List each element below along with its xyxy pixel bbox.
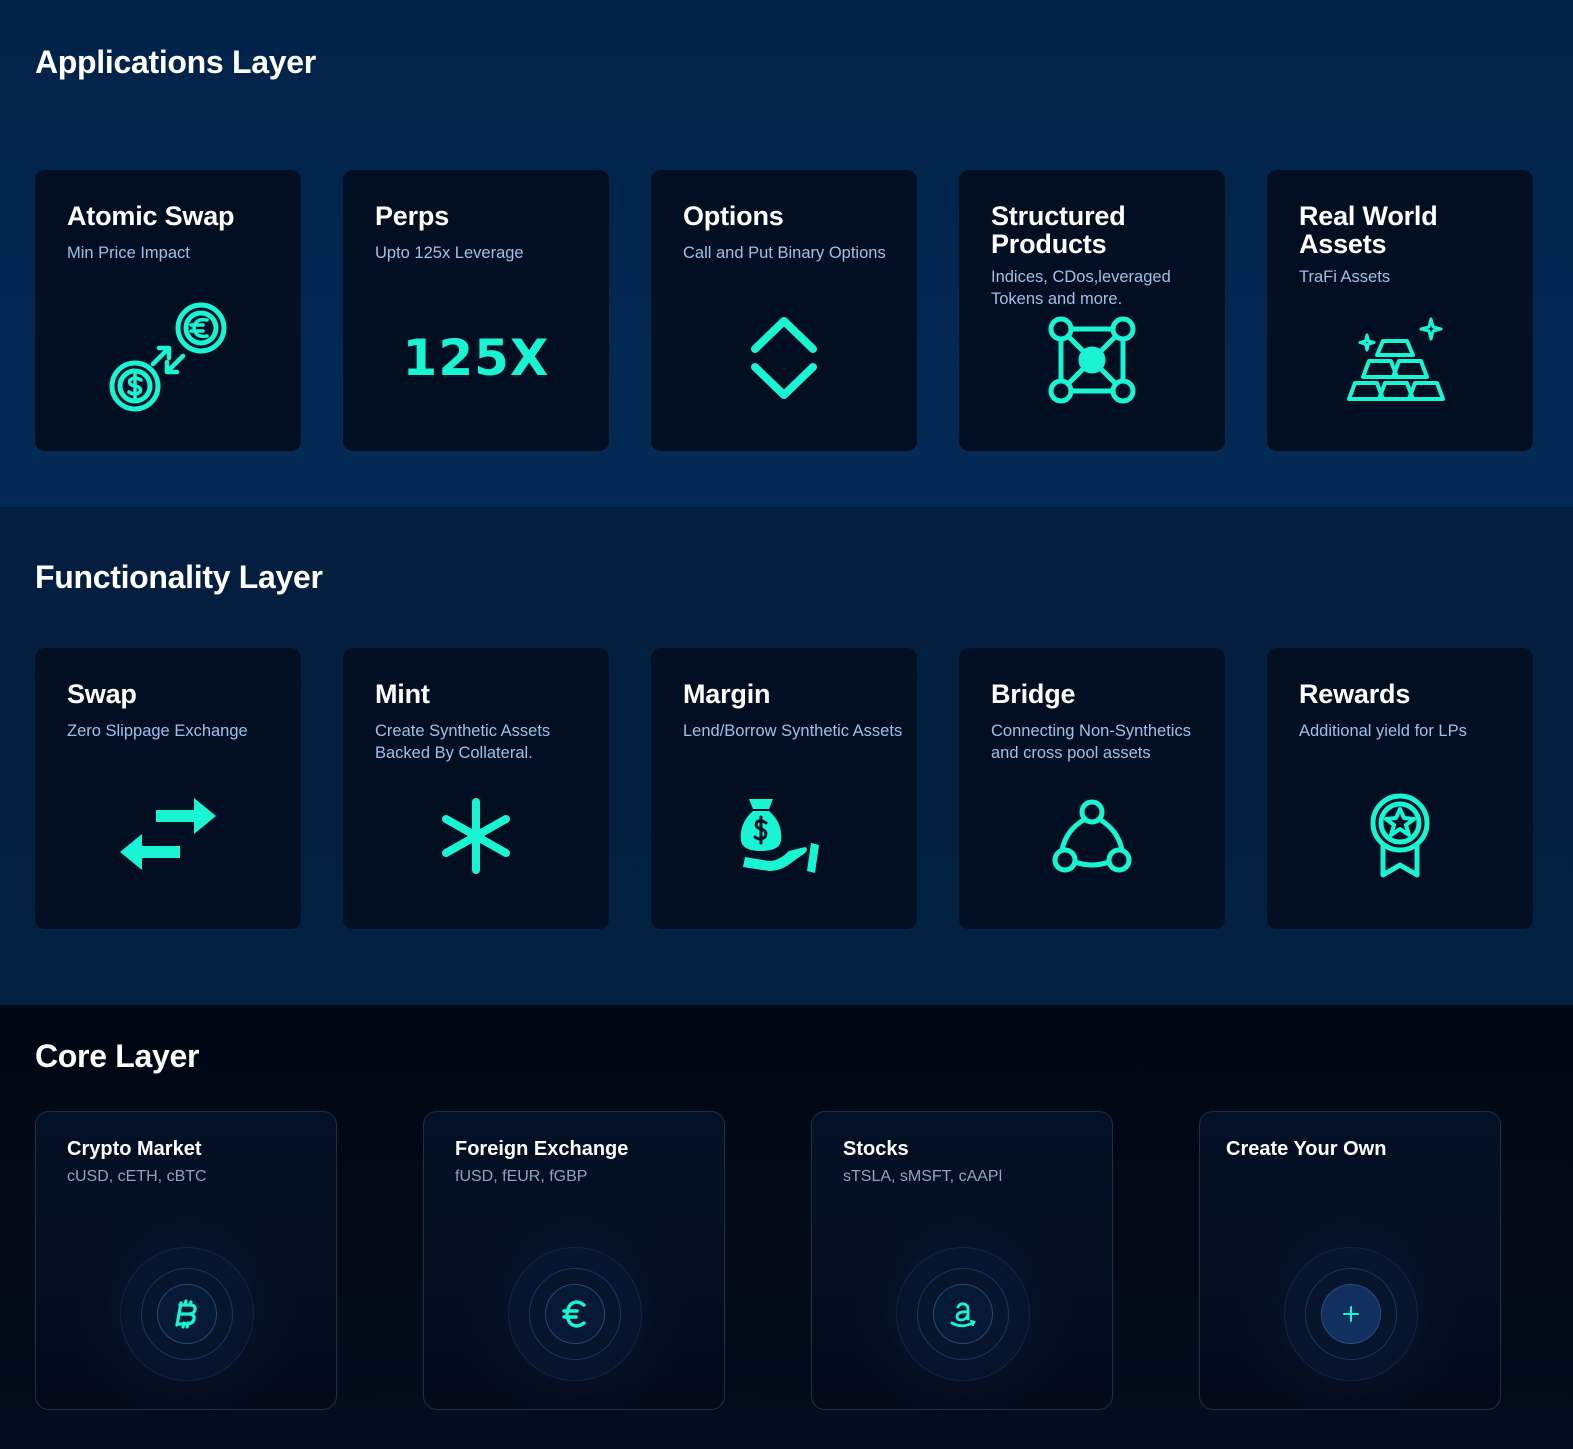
up-down-chevron-icon	[651, 295, 917, 420]
card-structured-products[interactable]: Structured Products Indices, CDos,levera…	[959, 170, 1225, 451]
card-title: Swap	[67, 679, 137, 709]
functionality-layer-title: Functionality Layer	[35, 559, 323, 595]
card-title: Margin	[683, 679, 771, 709]
bridge-triangle-icon	[959, 773, 1225, 898]
glow-inner-ring	[141, 1268, 233, 1360]
card-title: Perps	[375, 201, 450, 231]
core-card-title: Stocks	[843, 1138, 909, 1160]
card-rewards[interactable]: Rewards Additional yield for LPs	[1267, 648, 1533, 929]
euro-icon	[545, 1284, 605, 1344]
functionality-cards-row: Swap Zero Slippage Exchange Mint Create …	[35, 648, 1533, 929]
core-layer-section: Core Layer Crypto Market cUSD, cETH, cBT…	[0, 1005, 1573, 1449]
core-card-foreign-exchange[interactable]: Foreign Exchange fUSD, fEUR, fGBP	[423, 1111, 725, 1410]
card-swap[interactable]: Swap Zero Slippage Exchange	[35, 648, 301, 929]
leverage-125x-icon: 125X	[343, 295, 609, 420]
card-subtitle: Indices, CDos,leveraged Tokens and more.	[991, 268, 1171, 308]
card-subtitle: Upto 125x Leverage	[375, 244, 524, 262]
core-cards-row: Crypto Market cUSD, cETH, cBTC Foreign E…	[35, 1111, 1501, 1410]
card-title: Structured Products	[991, 201, 1126, 259]
card-title: Mint	[375, 679, 430, 709]
gold-bars-icon	[1267, 310, 1533, 410]
card-margin[interactable]: Margin Lend/Borrow Synthetic Assets	[651, 648, 917, 929]
swap-arrows-icon	[35, 773, 301, 898]
functionality-layer-section: Functionality Layer Swap Zero Slippage E…	[0, 507, 1573, 1005]
core-card-subtitle: fUSD, fEUR, fGBP	[455, 1168, 588, 1185]
amazon-icon	[933, 1284, 993, 1344]
bitcoin-icon	[157, 1284, 217, 1344]
card-subtitle: Zero Slippage Exchange	[67, 722, 248, 740]
award-badge-icon	[1267, 773, 1533, 898]
card-subtitle: Lend/Borrow Synthetic Assets	[683, 722, 903, 740]
core-card-create-your-own[interactable]: Create Your Own	[1199, 1111, 1501, 1410]
currency-swap-icon	[35, 295, 301, 420]
card-subtitle: TraFi Assets	[1299, 268, 1391, 286]
card-title: Bridge	[991, 679, 1076, 709]
card-subtitle: Call and Put Binary Options	[683, 244, 886, 262]
card-subtitle: Create Synthetic Assets Backed By Collat…	[375, 722, 551, 762]
card-bridge[interactable]: Bridge Connecting Non-Synthetics and cro…	[959, 648, 1225, 929]
applications-cards-row: Atomic Swap Min Price Impact Perps Upto …	[35, 170, 1533, 451]
core-card-stocks[interactable]: Stocks sTSLA, sMSFT, cAAPl	[811, 1111, 1113, 1410]
card-title: Atomic Swap	[67, 201, 235, 231]
asterisk-icon	[343, 773, 609, 898]
leverage-125x-text: 125X	[402, 328, 550, 387]
applications-layer-section: Applications Layer Atomic Swap Min Price…	[0, 0, 1573, 507]
card-subtitle: Additional yield for LPs	[1299, 722, 1467, 740]
network-nodes-icon	[959, 310, 1225, 410]
card-subtitle: Min Price Impact	[67, 244, 190, 262]
core-card-title: Create Your Own	[1226, 1138, 1387, 1160]
card-title: Real World Assets	[1299, 201, 1438, 259]
money-bag-hand-icon	[651, 773, 917, 898]
card-mint[interactable]: Mint Create Synthetic Assets Backed By C…	[343, 648, 609, 929]
applications-layer-title: Applications Layer	[35, 44, 316, 80]
card-options[interactable]: Options Call and Put Binary Options	[651, 170, 917, 451]
core-card-crypto-market[interactable]: Crypto Market cUSD, cETH, cBTC	[35, 1111, 337, 1410]
card-perps[interactable]: Perps Upto 125x Leverage 125X	[343, 170, 609, 451]
card-title: Options	[683, 201, 784, 231]
card-real-world-assets[interactable]: Real World Assets TraFi Assets	[1267, 170, 1533, 451]
core-card-subtitle: sTSLA, sMSFT, cAAPl	[843, 1168, 1003, 1185]
card-atomic-swap[interactable]: Atomic Swap Min Price Impact	[35, 170, 301, 451]
core-card-title: Foreign Exchange	[455, 1138, 629, 1160]
core-card-subtitle: cUSD, cETH, cBTC	[67, 1168, 207, 1185]
plus-icon[interactable]	[1321, 1284, 1381, 1344]
card-subtitle: Connecting Non-Synthetics and cross pool…	[991, 722, 1191, 762]
core-layer-title: Core Layer	[35, 1038, 200, 1074]
card-title: Rewards	[1299, 679, 1411, 709]
core-card-title: Crypto Market	[67, 1138, 202, 1160]
